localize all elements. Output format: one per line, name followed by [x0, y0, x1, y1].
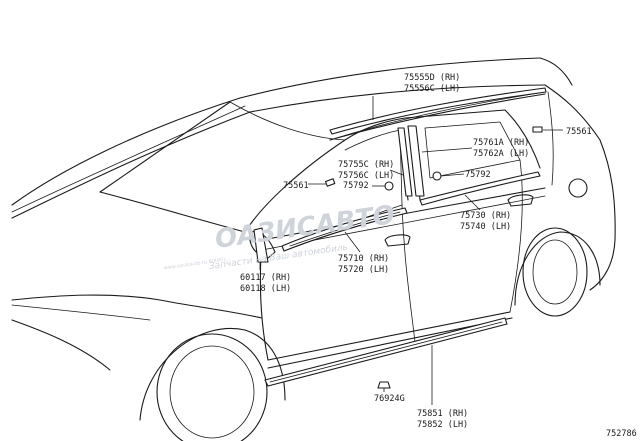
window-mouldings — [253, 87, 547, 389]
label-75792-left: 75792 — [343, 181, 369, 191]
part-labels: 75555D (RH) 75556C (LH) 75561 75761A (RH… — [240, 73, 637, 439]
label-75710: 75710 (RH) 75720 (LH) — [338, 254, 394, 275]
label-75761: 75761A (RH) 75762A (LH) — [473, 138, 534, 159]
label-75555: 75555D (RH) 75556C (LH) — [404, 73, 465, 94]
label-60117: 60117 (RH) 60118 (LH) — [240, 273, 296, 294]
label-75730: 75730 (RH) 75740 (LH) — [460, 211, 516, 232]
label-76924: 76924G — [374, 394, 405, 404]
label-75755: 75755C (RH) 75756C (LH) — [338, 160, 399, 181]
watermark-main: ОАЗИСАВТО — [213, 200, 397, 255]
leader-lines — [259, 96, 563, 405]
label-75561-left: 75561 — [283, 181, 309, 191]
label-75851: 75851 (RH) 75852 (LH) — [417, 409, 473, 430]
label-75792-right: 75792 — [465, 170, 491, 180]
diagram-code: 752786 — [606, 429, 637, 439]
label-75561-right: 75561 — [566, 127, 592, 137]
